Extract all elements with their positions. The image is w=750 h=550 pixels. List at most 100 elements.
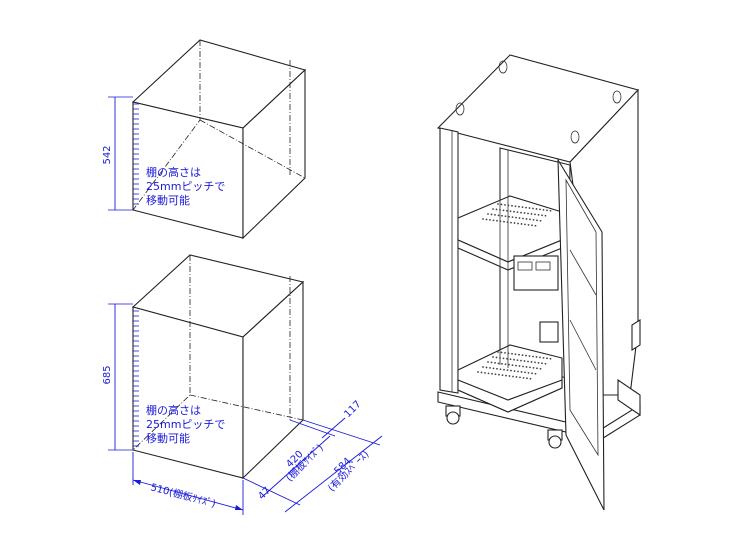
upper-box: 542 棚の高さは 25mmピッチで 移動可能 bbox=[102, 39, 307, 240]
lower-height-label: 685 bbox=[102, 365, 113, 384]
perforation-hole bbox=[537, 213, 540, 216]
perforation-hole bbox=[535, 356, 538, 358]
upper-box-side-face bbox=[242, 68, 306, 240]
perforation-hole bbox=[495, 208, 498, 211]
perforation-hole bbox=[517, 370, 519, 373]
perforation-hole bbox=[549, 357, 552, 360]
perforation-hole bbox=[541, 362, 543, 365]
perforation-hole bbox=[514, 205, 517, 208]
perforation-hole bbox=[500, 203, 503, 206]
perforation-hole bbox=[528, 355, 531, 357]
perforation-hole bbox=[524, 371, 526, 374]
perforation-hole bbox=[504, 352, 506, 354]
lower-note-line-2: 25mmピッチで bbox=[146, 418, 225, 431]
perforation-hole bbox=[514, 353, 517, 356]
upper-note-line-2: 25mmピッチで bbox=[146, 180, 225, 193]
lower-note-line-1: 棚の高さは bbox=[146, 403, 201, 417]
perforation-hole bbox=[517, 222, 519, 225]
perforation-hole bbox=[484, 372, 486, 374]
perforation-hole bbox=[510, 369, 512, 372]
perforation-hole bbox=[497, 362, 500, 365]
perforation-hole bbox=[507, 204, 510, 207]
perforation-hole bbox=[539, 367, 542, 370]
perforation-hole bbox=[503, 220, 505, 223]
offset-label: 47 bbox=[256, 485, 273, 502]
perforation-hole bbox=[504, 215, 507, 218]
perforation-hole bbox=[505, 374, 507, 377]
perforation-hole bbox=[542, 208, 545, 211]
perforation-hole bbox=[536, 219, 538, 222]
perforation-hole bbox=[492, 208, 494, 210]
perforation-hole bbox=[532, 207, 534, 210]
perforation-hole bbox=[521, 206, 524, 209]
perforation-hole bbox=[477, 371, 479, 373]
perforation-hole bbox=[516, 359, 519, 362]
perforation-hole bbox=[487, 213, 489, 215]
upper-note-line-1: 棚の高さは bbox=[146, 165, 201, 179]
perforation-hole bbox=[490, 361, 493, 364]
perforation-hole bbox=[546, 357, 548, 360]
perforation-hole bbox=[535, 208, 538, 210]
perforation-hole bbox=[532, 355, 534, 358]
perforation-hole bbox=[527, 223, 530, 226]
perforation-hole bbox=[539, 208, 541, 211]
lower-note-line-3: 移動可能 bbox=[146, 431, 190, 445]
caster-front-left bbox=[445, 405, 461, 425]
perforation-hole bbox=[527, 212, 529, 215]
upper-height-dimension: 542 bbox=[102, 96, 139, 211]
perforation-hole bbox=[526, 377, 528, 380]
perforation-hole bbox=[534, 361, 536, 364]
perforation-hole bbox=[521, 354, 524, 357]
perforation-hole bbox=[518, 365, 521, 367]
perforation-hole bbox=[499, 220, 502, 223]
perforation-hole bbox=[520, 223, 523, 225]
perforation-hole bbox=[497, 351, 499, 353]
rack-cabinet-illustration bbox=[436, 54, 641, 511]
perforation-hole bbox=[491, 372, 493, 375]
perforation-hole bbox=[502, 357, 505, 360]
perforation-hole bbox=[499, 209, 501, 211]
perforation-hole bbox=[518, 205, 520, 208]
perforation-hole bbox=[515, 216, 517, 219]
perforation-hole bbox=[522, 217, 524, 220]
perforation-hole bbox=[534, 213, 536, 216]
perforation-hole bbox=[496, 219, 498, 222]
cabinet-open-door bbox=[557, 157, 605, 511]
perforation-hole bbox=[496, 367, 498, 370]
perforation-hole bbox=[529, 366, 531, 369]
perforation-hole bbox=[520, 359, 522, 362]
perforation-hole bbox=[544, 362, 547, 365]
perforation-hole bbox=[518, 217, 521, 219]
perforation-hole bbox=[506, 221, 509, 224]
lower-box: 685 棚の高さは 25mmピッチで 移動可能 510(棚板ｻｲｽﾞ) 47 4… bbox=[102, 254, 383, 515]
perforation-hole bbox=[513, 210, 515, 213]
perforation-hole bbox=[508, 215, 510, 218]
perforation-hole bbox=[511, 352, 513, 355]
perforation-hole bbox=[502, 209, 505, 212]
perforation-hole bbox=[532, 366, 535, 369]
lower-shelf-perforation bbox=[477, 351, 552, 380]
upper-note-line-3: 移動可能 bbox=[146, 193, 190, 207]
perforation-hole bbox=[530, 361, 533, 363]
perforation-hole bbox=[519, 376, 521, 379]
perforation-hole bbox=[499, 357, 501, 359]
perforation-hole bbox=[504, 204, 506, 206]
perforation-hole bbox=[508, 363, 510, 366]
perforation-hole bbox=[512, 375, 514, 378]
perforation-hole bbox=[506, 357, 508, 360]
perforation-hole bbox=[482, 366, 484, 368]
perforation-hole bbox=[525, 218, 528, 220]
perforation-hole bbox=[487, 361, 489, 363]
perforation-hole bbox=[480, 371, 483, 374]
perforation-hole bbox=[501, 362, 503, 365]
width-label: 510(棚板ｻｲｽﾞ) bbox=[149, 480, 217, 510]
perforation-hole bbox=[529, 377, 532, 380]
effective-depth-sub: (有効ｽﾍﾟｰｽ) bbox=[325, 448, 372, 495]
perforation-hole bbox=[525, 354, 527, 357]
perforation-hole bbox=[542, 356, 545, 359]
perforation-hole bbox=[528, 207, 531, 209]
perforation-hole bbox=[501, 374, 504, 377]
perforation-hole bbox=[501, 214, 503, 217]
perforation-hole bbox=[522, 365, 524, 368]
